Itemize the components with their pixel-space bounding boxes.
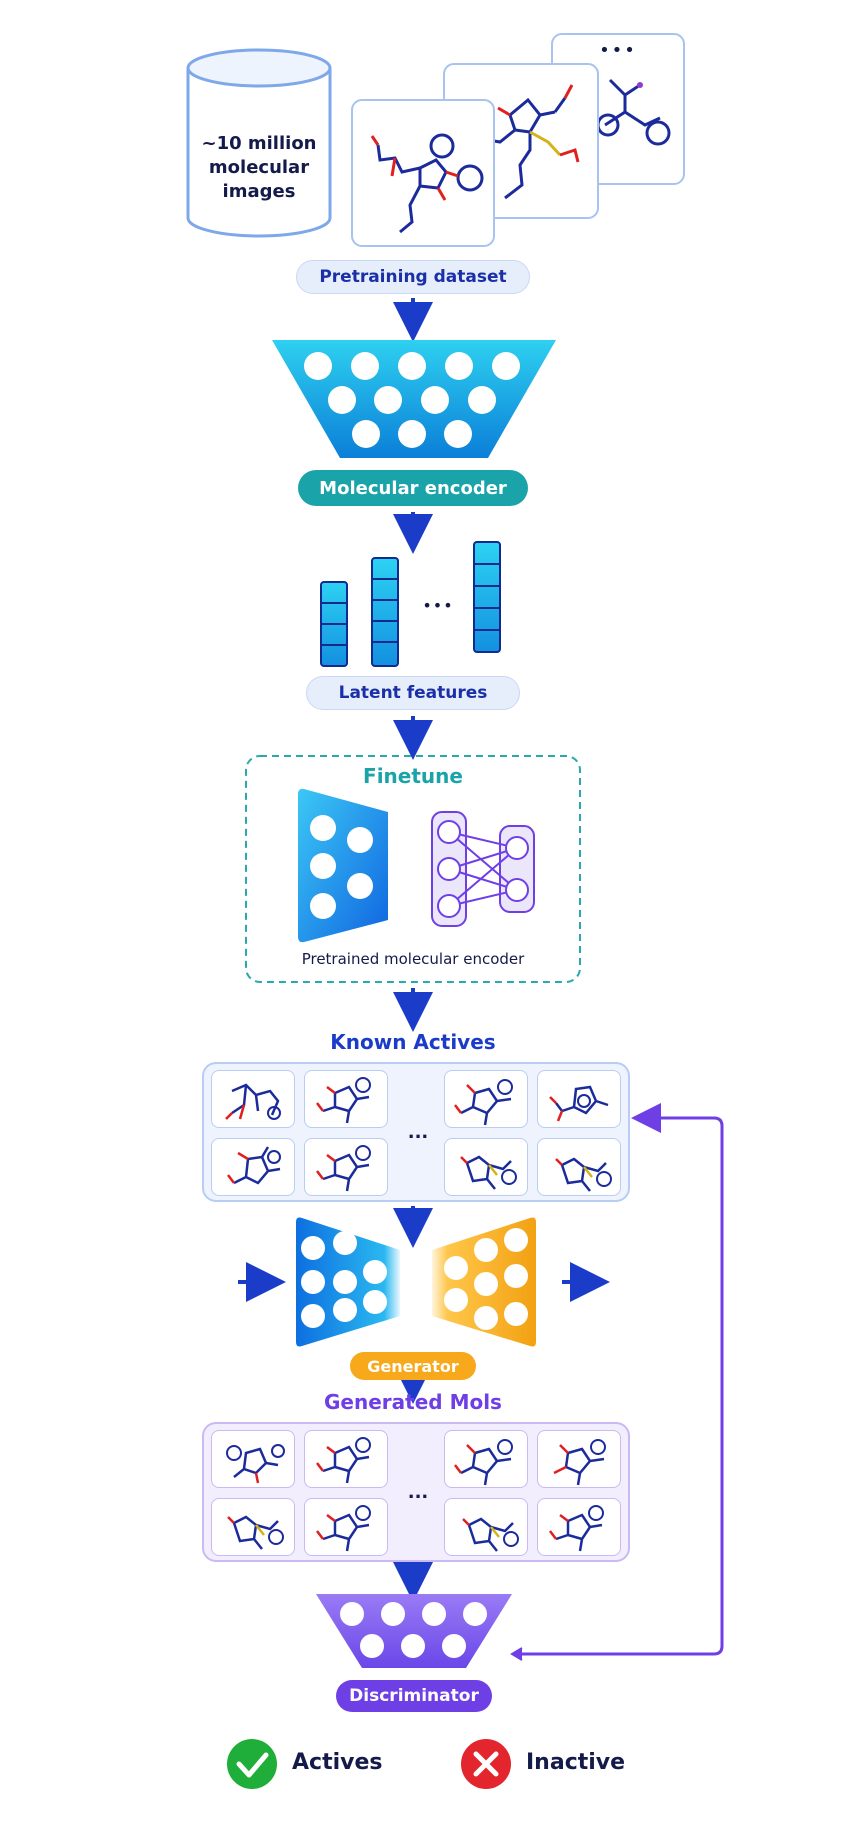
generator-encoder-shape — [296, 1217, 400, 1347]
finetune-box — [245, 755, 581, 983]
molecule-tile — [211, 1498, 295, 1556]
generated-mols-grid: ... — [202, 1422, 630, 1562]
legend-actives-label: Actives — [292, 1750, 383, 1775]
generated-mols-title: Generated Mols — [324, 1390, 502, 1414]
molecule-tile — [211, 1138, 295, 1196]
molecule-tile — [537, 1430, 621, 1488]
molecule-tile — [537, 1138, 621, 1196]
pretrained-encoder-shape — [298, 788, 388, 943]
molecule-card-front — [351, 99, 495, 247]
latent-features-label: Latent features — [306, 676, 520, 710]
molecule-tile — [304, 1070, 388, 1128]
molecule-tile — [444, 1138, 528, 1196]
grid-ellipsis: ... — [407, 1122, 429, 1143]
pretraining-dataset-label: Pretraining dataset — [296, 260, 530, 294]
molecule-tile — [304, 1138, 388, 1196]
generator-decoder-shape — [432, 1217, 536, 1347]
known-actives-grid: ... — [202, 1062, 630, 1202]
grid-ellipsis: ... — [407, 1482, 429, 1503]
latent-feature-column — [473, 541, 501, 653]
molecular-encoder-label: Molecular encoder — [298, 470, 528, 506]
generator-label: Generator — [350, 1352, 476, 1380]
dataset-size-label: ~10 million molecular images — [201, 133, 317, 202]
finetune-caption: Pretrained molecular encoder — [301, 950, 525, 968]
database-cylinder-icon — [186, 48, 332, 238]
feedback-loop-arrow — [520, 1103, 724, 1656]
molecule-tile — [211, 1430, 295, 1488]
molecule-tile — [211, 1070, 295, 1128]
molecule-tile — [304, 1498, 388, 1556]
mlp-head-shape — [431, 811, 535, 927]
cross-circle-icon — [461, 1739, 511, 1789]
finetune-title: Finetune — [363, 764, 463, 788]
latent-feature-column — [371, 557, 399, 667]
discriminator-label: Discriminator — [336, 1680, 492, 1712]
molecule-tile — [537, 1070, 621, 1128]
molecular-encoder-shape — [272, 340, 556, 458]
molecule-tile — [444, 1498, 528, 1556]
molecule-tile — [304, 1430, 388, 1488]
molecule-tile — [444, 1430, 528, 1488]
molecule-tile — [444, 1070, 528, 1128]
latent-ellipsis: ••• — [422, 596, 454, 615]
legend-inactive-label: Inactive — [526, 1750, 626, 1775]
known-actives-title: Known Actives — [330, 1030, 496, 1054]
molecule-tile — [537, 1498, 621, 1556]
more-cards-ellipsis: ••• — [599, 40, 637, 61]
check-circle-icon — [227, 1739, 277, 1789]
discriminator-shape — [316, 1594, 512, 1668]
latent-feature-column — [320, 581, 348, 667]
